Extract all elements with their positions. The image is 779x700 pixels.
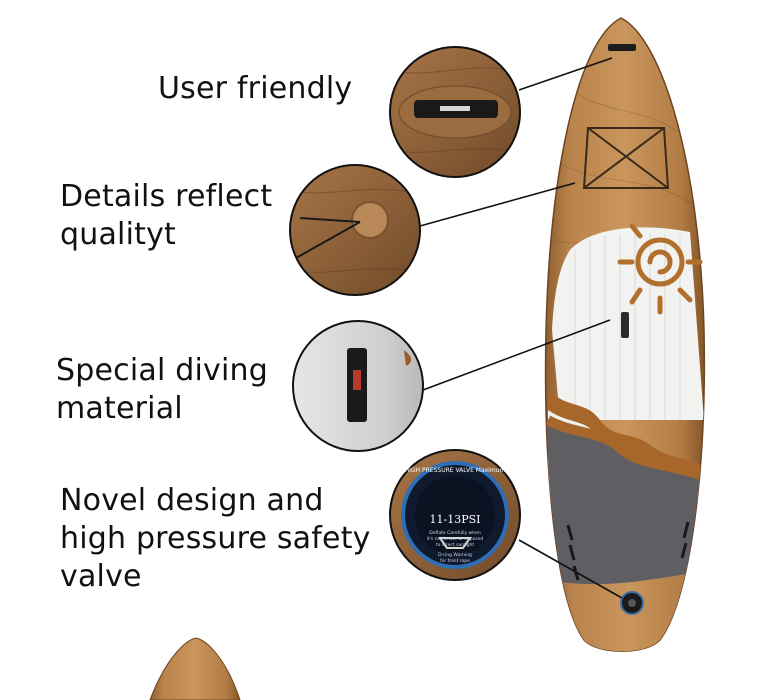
detail-circle-material: [292, 320, 424, 452]
board-body: [544, 17, 706, 652]
detail-circle-valve: HIGH PRESSURE VALVE Maximum 11-13PSI Def…: [389, 449, 521, 581]
detail-circle-handle: [389, 46, 521, 178]
feature-label-line: Special diving: [56, 353, 268, 388]
sun-logo-icon: [617, 223, 703, 315]
feature-label-line: Details reflect: [60, 179, 273, 214]
detail-circle-d-ring: [289, 164, 421, 296]
bungee-cords-icon: [582, 127, 670, 189]
valve-small-text-4: D-ring Warning: [438, 552, 472, 558]
feature-label-line: User friendly: [158, 71, 353, 106]
feature-label-valve: Novel design and high pressure safety va…: [60, 482, 371, 596]
front-handle-icon: [608, 44, 636, 51]
valve-small-text-1: Deflate Carefully when: [429, 530, 481, 536]
valve-ring-text: HIGH PRESSURE VALVE Maximum: [405, 467, 506, 474]
valve-small-text-5: for front rope: [440, 558, 470, 564]
valve-small-text-2: it's not in use or exposed: [427, 536, 484, 542]
valve-small-text-3: to direct sunlight: [436, 542, 475, 548]
d-ring-patch-icon: [351, 201, 389, 239]
valve-psi-text: 11-13PSI: [430, 513, 481, 526]
feature-label-user-friendly: User friendly: [158, 70, 352, 108]
feature-label-material: Special diving material: [56, 352, 268, 428]
feature-label-line: qualityt: [60, 217, 176, 252]
feature-label-line: high pressure safety: [60, 521, 371, 556]
callout-lines: [419, 57, 623, 599]
side-rail-clips-icon: [566, 521, 690, 581]
feature-label-quality: Details reflect qualityt: [60, 178, 272, 254]
second-board-nose: [149, 637, 241, 700]
center-handle-icon: [621, 312, 629, 338]
feature-label-line: material: [56, 391, 183, 426]
feature-label-line: Novel design and: [60, 483, 324, 518]
feature-label-line: valve: [60, 559, 142, 594]
